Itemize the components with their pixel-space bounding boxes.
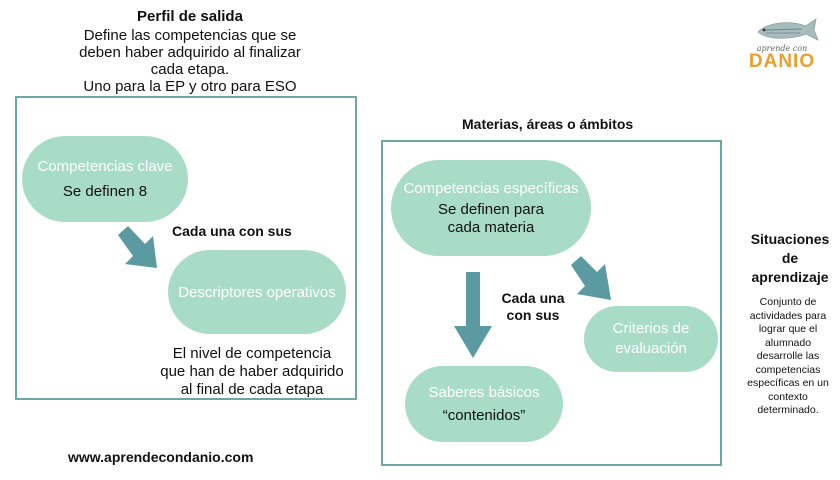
competencias-especificas-node: Competencias específicas Se definen para… <box>391 160 591 256</box>
logo-wordmark: DANIO <box>748 51 816 72</box>
materias-box <box>381 140 722 466</box>
competencias-clave-label: Competencias clave <box>37 157 173 175</box>
situaciones-title: Situaciones de aprendizaje <box>742 230 838 287</box>
note-line: que han de haber adquirido <box>160 363 344 380</box>
connector-label-right: Cada una con sus <box>478 290 588 324</box>
connector-label-left: Cada una con sus <box>172 223 292 239</box>
note-line: al final de cada etapa <box>180 381 324 398</box>
situaciones-title-line: aprendizaje <box>751 269 829 285</box>
materias-title: Materias, áreas o ámbitos <box>462 116 634 132</box>
desc-line: determinado. <box>757 404 819 416</box>
saberes-basicos-sub: “contenidos” <box>442 406 526 424</box>
danio-fish-logo-icon <box>757 18 819 41</box>
criterios-label: Criterios de <box>612 320 690 337</box>
connector-line: Cada una <box>501 290 565 306</box>
saberes-basicos-label: Saberes básicos <box>428 383 540 401</box>
desc-line: contexto <box>768 390 808 403</box>
desc-line: desarrolle las <box>756 350 820 362</box>
desc-line: específicas en un <box>747 377 829 389</box>
desc-line: alumnado <box>764 336 812 349</box>
connector-line: con sus <box>506 307 560 323</box>
perfil-title: Perfil de salida <box>137 8 243 25</box>
desc-line: competencias <box>755 363 821 376</box>
competencias-especificas-sub: Se definen para <box>438 200 544 218</box>
perfil-description: Define las competencias que se deben hab… <box>55 27 325 95</box>
desc-line: Conjunto de <box>759 296 817 308</box>
perfil-line: Define las competencias que se <box>83 27 297 44</box>
competencias-especificas-sub: cada materia <box>447 218 535 236</box>
perfil-box <box>15 96 357 400</box>
perfil-line: cada etapa. <box>150 61 230 78</box>
website-url[interactable]: www.aprendecondanio.com <box>68 449 254 465</box>
competencias-clave-sub: Se definen 8 <box>62 182 148 200</box>
saberes-basicos-node: Saberes básicos “contenidos” <box>405 366 563 442</box>
situaciones-title-line: Situaciones <box>750 231 830 247</box>
descriptores-operativos-node: Descriptores operativos <box>168 250 346 334</box>
desc-line: actividades para <box>749 309 827 322</box>
arrow-especificas-to-criterios <box>571 256 611 300</box>
competencias-especificas-label: Competencias específicas <box>403 179 579 197</box>
note-line: El nivel de competencia <box>172 345 332 362</box>
arrow-especificas-to-saberes <box>454 272 492 358</box>
desc-line: lograr que el <box>758 323 818 335</box>
logo-tagline: aprende con <box>756 44 808 53</box>
perfil-line: deben haber adquirido al finalizar <box>79 44 301 61</box>
descriptores-note: El nivel de competencia que han de haber… <box>152 345 352 399</box>
criterios-evaluacion-node: Criterios de evaluación <box>584 306 718 372</box>
situaciones-title-line: de <box>781 250 799 266</box>
criterios-label: evaluación <box>615 340 687 357</box>
arrow-clave-to-descriptores <box>118 226 157 268</box>
competencias-clave-node: Competencias clave Se definen 8 <box>22 136 188 222</box>
perfil-line: Uno para la EP y otro para ESO <box>83 78 297 95</box>
situaciones-description: Conjunto de actividades para lograr que … <box>740 296 836 418</box>
descriptores-operativos-label: Descriptores operativos <box>178 283 336 301</box>
